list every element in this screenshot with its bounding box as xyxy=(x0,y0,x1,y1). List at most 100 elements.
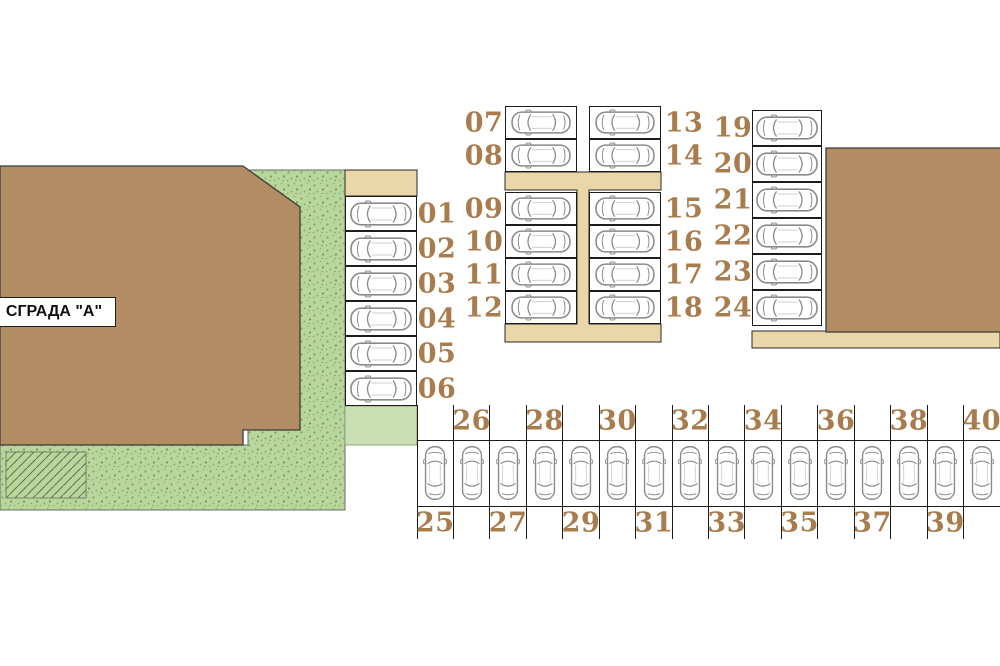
parking-stall-20 xyxy=(752,146,822,182)
parking-stall-27 xyxy=(496,445,521,501)
stall-divider-line xyxy=(744,405,746,539)
parking-stall-17 xyxy=(589,258,661,291)
stall-number-39: 39 xyxy=(926,507,965,539)
stall-number-20: 20 xyxy=(713,148,753,180)
parking-stall-24 xyxy=(752,290,822,326)
stall-divider-line xyxy=(890,405,892,539)
stall-number-09: 09 xyxy=(464,193,504,224)
parking-stall-14 xyxy=(589,139,661,172)
car-top-view-icon xyxy=(595,294,655,321)
car-top-view-icon xyxy=(756,222,818,250)
car-top-view-icon xyxy=(459,446,484,500)
car-top-view-icon xyxy=(969,446,994,500)
parking-stall-04 xyxy=(345,301,417,336)
car-top-view-icon xyxy=(511,195,571,222)
stall-number-12: 12 xyxy=(464,292,504,323)
parking-stall-22 xyxy=(752,218,822,254)
stall-number-26: 26 xyxy=(452,405,491,437)
stall-number-37: 37 xyxy=(853,507,892,539)
parking-stall-37 xyxy=(860,445,885,501)
parking-stall-06 xyxy=(345,371,417,406)
stall-number-30: 30 xyxy=(598,405,637,437)
car-top-view-icon xyxy=(568,446,594,500)
stall-row-bottom-line xyxy=(417,506,1000,507)
car-top-view-icon xyxy=(860,446,885,500)
stall-number-18: 18 xyxy=(664,292,704,323)
parking-stall-16 xyxy=(589,225,661,258)
car-top-view-icon xyxy=(496,446,521,500)
parking-stall-33 xyxy=(714,445,739,501)
stall-number-32: 32 xyxy=(670,405,710,437)
car-top-view-icon xyxy=(756,114,818,142)
car-top-view-icon xyxy=(350,269,412,298)
stall-divider-line xyxy=(562,405,564,539)
car-top-view-icon xyxy=(641,446,666,500)
building-a xyxy=(0,165,301,446)
curb-strip-middle-block xyxy=(504,171,662,343)
stall-number-22: 22 xyxy=(713,220,753,252)
stall-number-27: 27 xyxy=(488,507,528,539)
curb-strip-left-column xyxy=(344,169,418,197)
car-top-view-icon xyxy=(896,446,921,500)
parking-stall-26 xyxy=(459,445,484,501)
car-top-view-icon xyxy=(595,142,655,169)
parking-stall-18 xyxy=(589,291,661,324)
parking-stall-12 xyxy=(505,291,577,324)
parking-stall-10 xyxy=(505,225,577,258)
stall-divider-line xyxy=(671,405,673,539)
car-top-view-icon xyxy=(595,195,655,222)
car-top-view-icon xyxy=(532,446,557,500)
stall-number-15: 15 xyxy=(664,193,704,224)
car-top-view-icon xyxy=(350,199,412,228)
stall-number-34: 34 xyxy=(743,405,783,437)
parking-stall-05 xyxy=(345,336,417,371)
car-top-view-icon xyxy=(350,339,412,368)
stall-number-14: 14 xyxy=(664,140,704,171)
stall-number-33: 33 xyxy=(707,507,747,539)
car-top-view-icon xyxy=(756,294,818,322)
stall-divider-line xyxy=(598,405,600,539)
parking-stall-08 xyxy=(505,139,577,172)
parking-stall-30 xyxy=(605,445,630,501)
stall-number-08: 08 xyxy=(464,140,504,171)
stall-number-16: 16 xyxy=(664,226,704,257)
stall-number-07: 07 xyxy=(464,107,504,138)
stall-number-01: 01 xyxy=(417,198,457,229)
car-top-view-icon xyxy=(756,258,818,286)
stall-row-top-line xyxy=(417,440,1000,441)
parking-stall-21 xyxy=(752,182,822,218)
stall-divider-line xyxy=(817,405,819,539)
parking-stall-02 xyxy=(345,231,417,266)
stall-number-21: 21 xyxy=(713,184,753,216)
parking-stall-13 xyxy=(589,106,661,139)
stall-number-05: 05 xyxy=(417,338,457,369)
stall-divider-line xyxy=(926,405,928,539)
stall-number-23: 23 xyxy=(713,256,753,288)
car-top-view-icon xyxy=(423,446,448,500)
car-top-view-icon xyxy=(933,446,958,500)
car-top-view-icon xyxy=(350,304,412,333)
stall-number-02: 02 xyxy=(417,233,457,264)
car-top-view-icon xyxy=(595,228,655,255)
parking-stall-39 xyxy=(933,445,958,501)
stall-number-25: 25 xyxy=(415,507,455,539)
stall-divider-line xyxy=(525,405,527,539)
stall-divider-line xyxy=(708,405,709,539)
parking-stall-15 xyxy=(589,192,661,225)
stall-number-03: 03 xyxy=(417,268,457,299)
parking-stall-01 xyxy=(345,196,417,231)
stall-number-06: 06 xyxy=(417,373,457,404)
car-top-view-icon xyxy=(756,150,818,178)
parking-stall-36 xyxy=(823,445,849,501)
stall-divider-line xyxy=(489,405,491,539)
stall-divider-line xyxy=(963,405,965,539)
parking-stall-03 xyxy=(345,266,417,301)
car-top-view-icon xyxy=(605,446,630,500)
car-top-view-icon xyxy=(751,446,776,500)
stall-number-38: 38 xyxy=(889,405,929,437)
stall-number-29: 29 xyxy=(561,507,601,539)
stall-number-04: 04 xyxy=(417,303,457,334)
parking-stall-07 xyxy=(505,106,577,139)
stall-number-40: 40 xyxy=(962,405,1000,437)
